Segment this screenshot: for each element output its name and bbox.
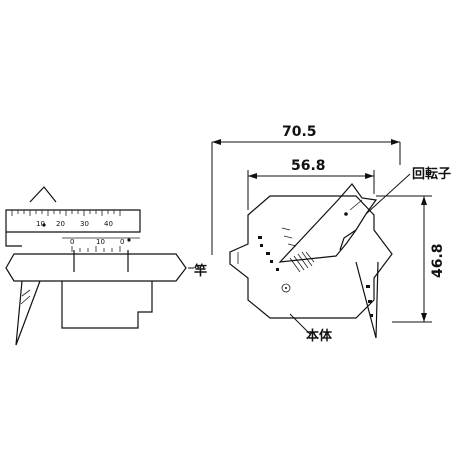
left-rotor-top [29,186,57,203]
dim-arrow-overall-right [391,139,400,145]
mid-tick-label-3: 0 [120,238,124,246]
upper-tick-label-1: 10 [36,220,45,228]
dim-arrow-height-top [421,196,427,205]
upper-tick-label-4: 40 [104,220,113,228]
dim-arrow-body-left [248,173,257,179]
mid-scale-ticks [71,246,121,252]
body-scale-marks [258,227,297,271]
upper-scale-bar [5,209,141,233]
mid-scale-dot [127,238,131,242]
rod-bar [5,253,187,282]
mid-tick-label-2: 10 [96,238,105,246]
rotor-hook [339,229,357,251]
needle-point [15,280,41,346]
upper-scale-dot [42,223,46,227]
body-outline [229,195,393,319]
body-pivot-hole [281,283,291,293]
dim-arrow-height-bottom [421,313,427,322]
upper-tick-label-3: 30 [80,220,89,228]
left-lug [5,232,22,247]
needle-hatch-2 [20,295,31,305]
lower-body-box [61,281,153,329]
body-pivot-center [285,287,287,289]
right-needle [355,261,379,339]
rotor-pivot [344,212,348,216]
dim-arrow-body-right [365,173,374,179]
mid-tick-label-1: 0 [70,238,74,246]
right-needle-ticks [366,285,373,317]
body-leader [289,313,311,335]
upper-tick-label-2: 20 [56,220,65,228]
dim-arrow-overall-left [212,139,221,145]
body-label: 本体 [306,328,333,344]
dim-height: 46.8 [430,243,446,278]
rotor-label: 回転子 [412,166,451,182]
rotor-body [278,183,378,263]
needle-hatch-1 [21,289,31,297]
dim-overall-width: 70.5 [282,124,317,140]
rotor-leader [365,173,411,215]
rod-label: 竿 [194,263,207,279]
left-view: 10 20 30 40 0 10 0 [5,186,207,346]
right-view: 70.5 56.8 46.8 [211,124,451,344]
body-hatching [289,251,315,273]
rotor-edge-line [349,199,363,211]
upper-scale-ticks [11,210,121,216]
dim-body-width: 56.8 [291,158,326,174]
